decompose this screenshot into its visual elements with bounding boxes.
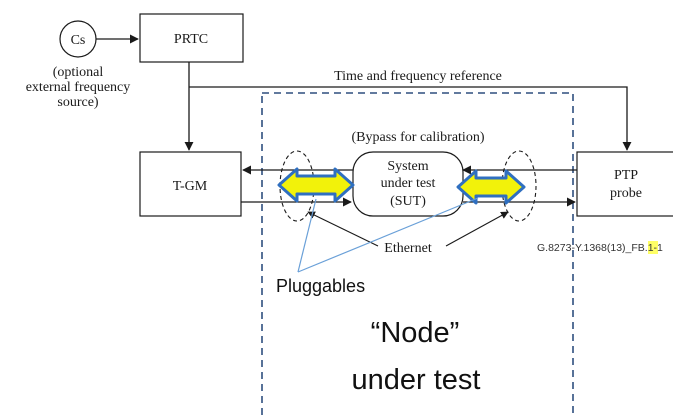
ethernet-pointer-left	[307, 211, 379, 247]
ethernet-label: Ethernet	[384, 241, 432, 256]
cs-label: Cs	[71, 33, 86, 48]
figure-reference: G.8273-Y.1368(13)_FB.1-1	[537, 241, 663, 254]
figure-ref-highlight	[648, 241, 658, 254]
bypass-label: (Bypass for calibration)	[352, 130, 485, 145]
node-under-test-box	[261, 92, 574, 417]
optional-source-line1: (optional	[53, 65, 104, 80]
figure-ref-part-b: B.	[638, 242, 648, 254]
pluggable-arrow-left	[277, 167, 355, 203]
pluggables-label: Pluggables	[276, 276, 365, 296]
prtc-box	[139, 13, 244, 63]
figure-ref-part-a: G.8273-Y.1368(13)_F	[537, 242, 638, 254]
figure-ref-part-c: 1-1	[648, 242, 663, 254]
ptp-probe-line1: PTP	[614, 168, 638, 183]
sut-label-line2: under test	[381, 176, 436, 191]
pluggables-pointer-left	[297, 198, 317, 273]
prtc-label: PRTC	[174, 32, 208, 47]
optional-source-line3: source)	[57, 95, 99, 110]
time-ref-line	[189, 86, 632, 151]
sut-label-line1: System	[387, 159, 428, 174]
pluggable-ellipse-right	[501, 150, 537, 222]
svg-text:G.8273-Y.1368(13)_FB.1-1: G.8273-Y.1368(13)_FB.1-1	[537, 242, 663, 254]
ptp-probe-line2: probe	[610, 186, 642, 201]
node-title-line2: under test	[352, 364, 481, 396]
pluggable-arrow-right	[456, 169, 526, 205]
optional-source-line2: external frequency	[26, 80, 131, 95]
ptp-probe-box	[576, 151, 673, 217]
node-title-line1: “Node”	[371, 317, 460, 349]
tgm-label: T-GM	[173, 179, 208, 194]
time-ref-label: Time and frequency reference	[334, 69, 502, 84]
sut-label-line3: (SUT)	[390, 194, 426, 209]
ethernet-pointer-right	[445, 211, 509, 247]
tgm-box	[139, 151, 242, 217]
pluggables-pointer-right	[297, 197, 479, 273]
